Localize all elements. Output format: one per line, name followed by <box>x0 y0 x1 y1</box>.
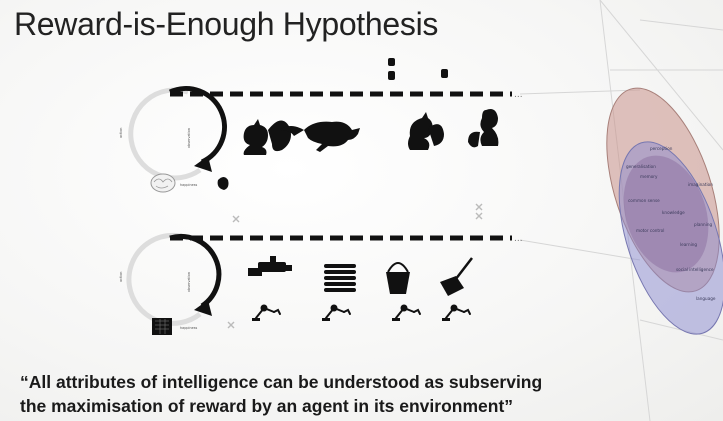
nut-icon <box>217 177 229 190</box>
timeline-ellipsis: ... <box>514 90 523 100</box>
plates-stack-icon <box>324 264 356 292</box>
brain-icon <box>150 173 176 193</box>
nut-reward-icon <box>388 58 448 80</box>
robot-arm-icon <box>322 304 351 321</box>
squirrel-sitting-icon <box>243 119 291 155</box>
squirrel-loop: action observation <box>119 86 227 181</box>
slide-title: Reward-is-Enough Hypothesis <box>14 6 439 42</box>
timeline-ellipsis: ... <box>514 234 523 244</box>
ability-label: imagination <box>688 182 713 187</box>
bucket-icon <box>386 262 410 294</box>
robot-loop: action observation <box>119 232 222 326</box>
ability-label: memory <box>640 174 658 179</box>
reward-marker-icon <box>227 203 483 329</box>
observation-label: observation <box>187 272 191 292</box>
robot-arm-icon <box>442 304 471 321</box>
ability-label: learning <box>680 242 697 247</box>
quote-line: “All attributes of intelligence can be u… <box>20 372 543 392</box>
broom-icon <box>440 257 473 296</box>
chip-icon <box>152 318 172 335</box>
happiness-label: happiness <box>180 326 197 330</box>
happiness-label: happiness <box>180 183 197 187</box>
robot-arm-icon <box>252 304 281 321</box>
ability-label: generalisation <box>626 164 656 169</box>
tap-icon <box>248 256 292 276</box>
ability-label: language <box>696 296 716 301</box>
squirrel-eating-icon <box>408 112 444 150</box>
action-label: action <box>119 272 123 282</box>
ability-label: planning <box>694 222 713 227</box>
observation-label: observation <box>187 128 191 148</box>
squirrel-running-icon <box>280 121 360 152</box>
ability-label: social intelligence <box>676 267 714 272</box>
robot-arm-icon <box>392 304 421 321</box>
squirrel-standing-icon <box>468 109 499 148</box>
hypothesis-quote: “All attributes of intelligence can be u… <box>20 370 710 418</box>
action-label: action <box>119 128 123 138</box>
ability-labels: perception memory imagination social int… <box>626 146 716 301</box>
ability-label: common sense <box>628 198 660 203</box>
abilities-ellipses <box>606 87 723 335</box>
quote-line: the maximisation of reward by an agent i… <box>20 396 514 416</box>
ability-label: perception <box>650 146 673 151</box>
ability-label: motor control <box>636 228 664 233</box>
ability-label: knowledge <box>662 210 685 215</box>
